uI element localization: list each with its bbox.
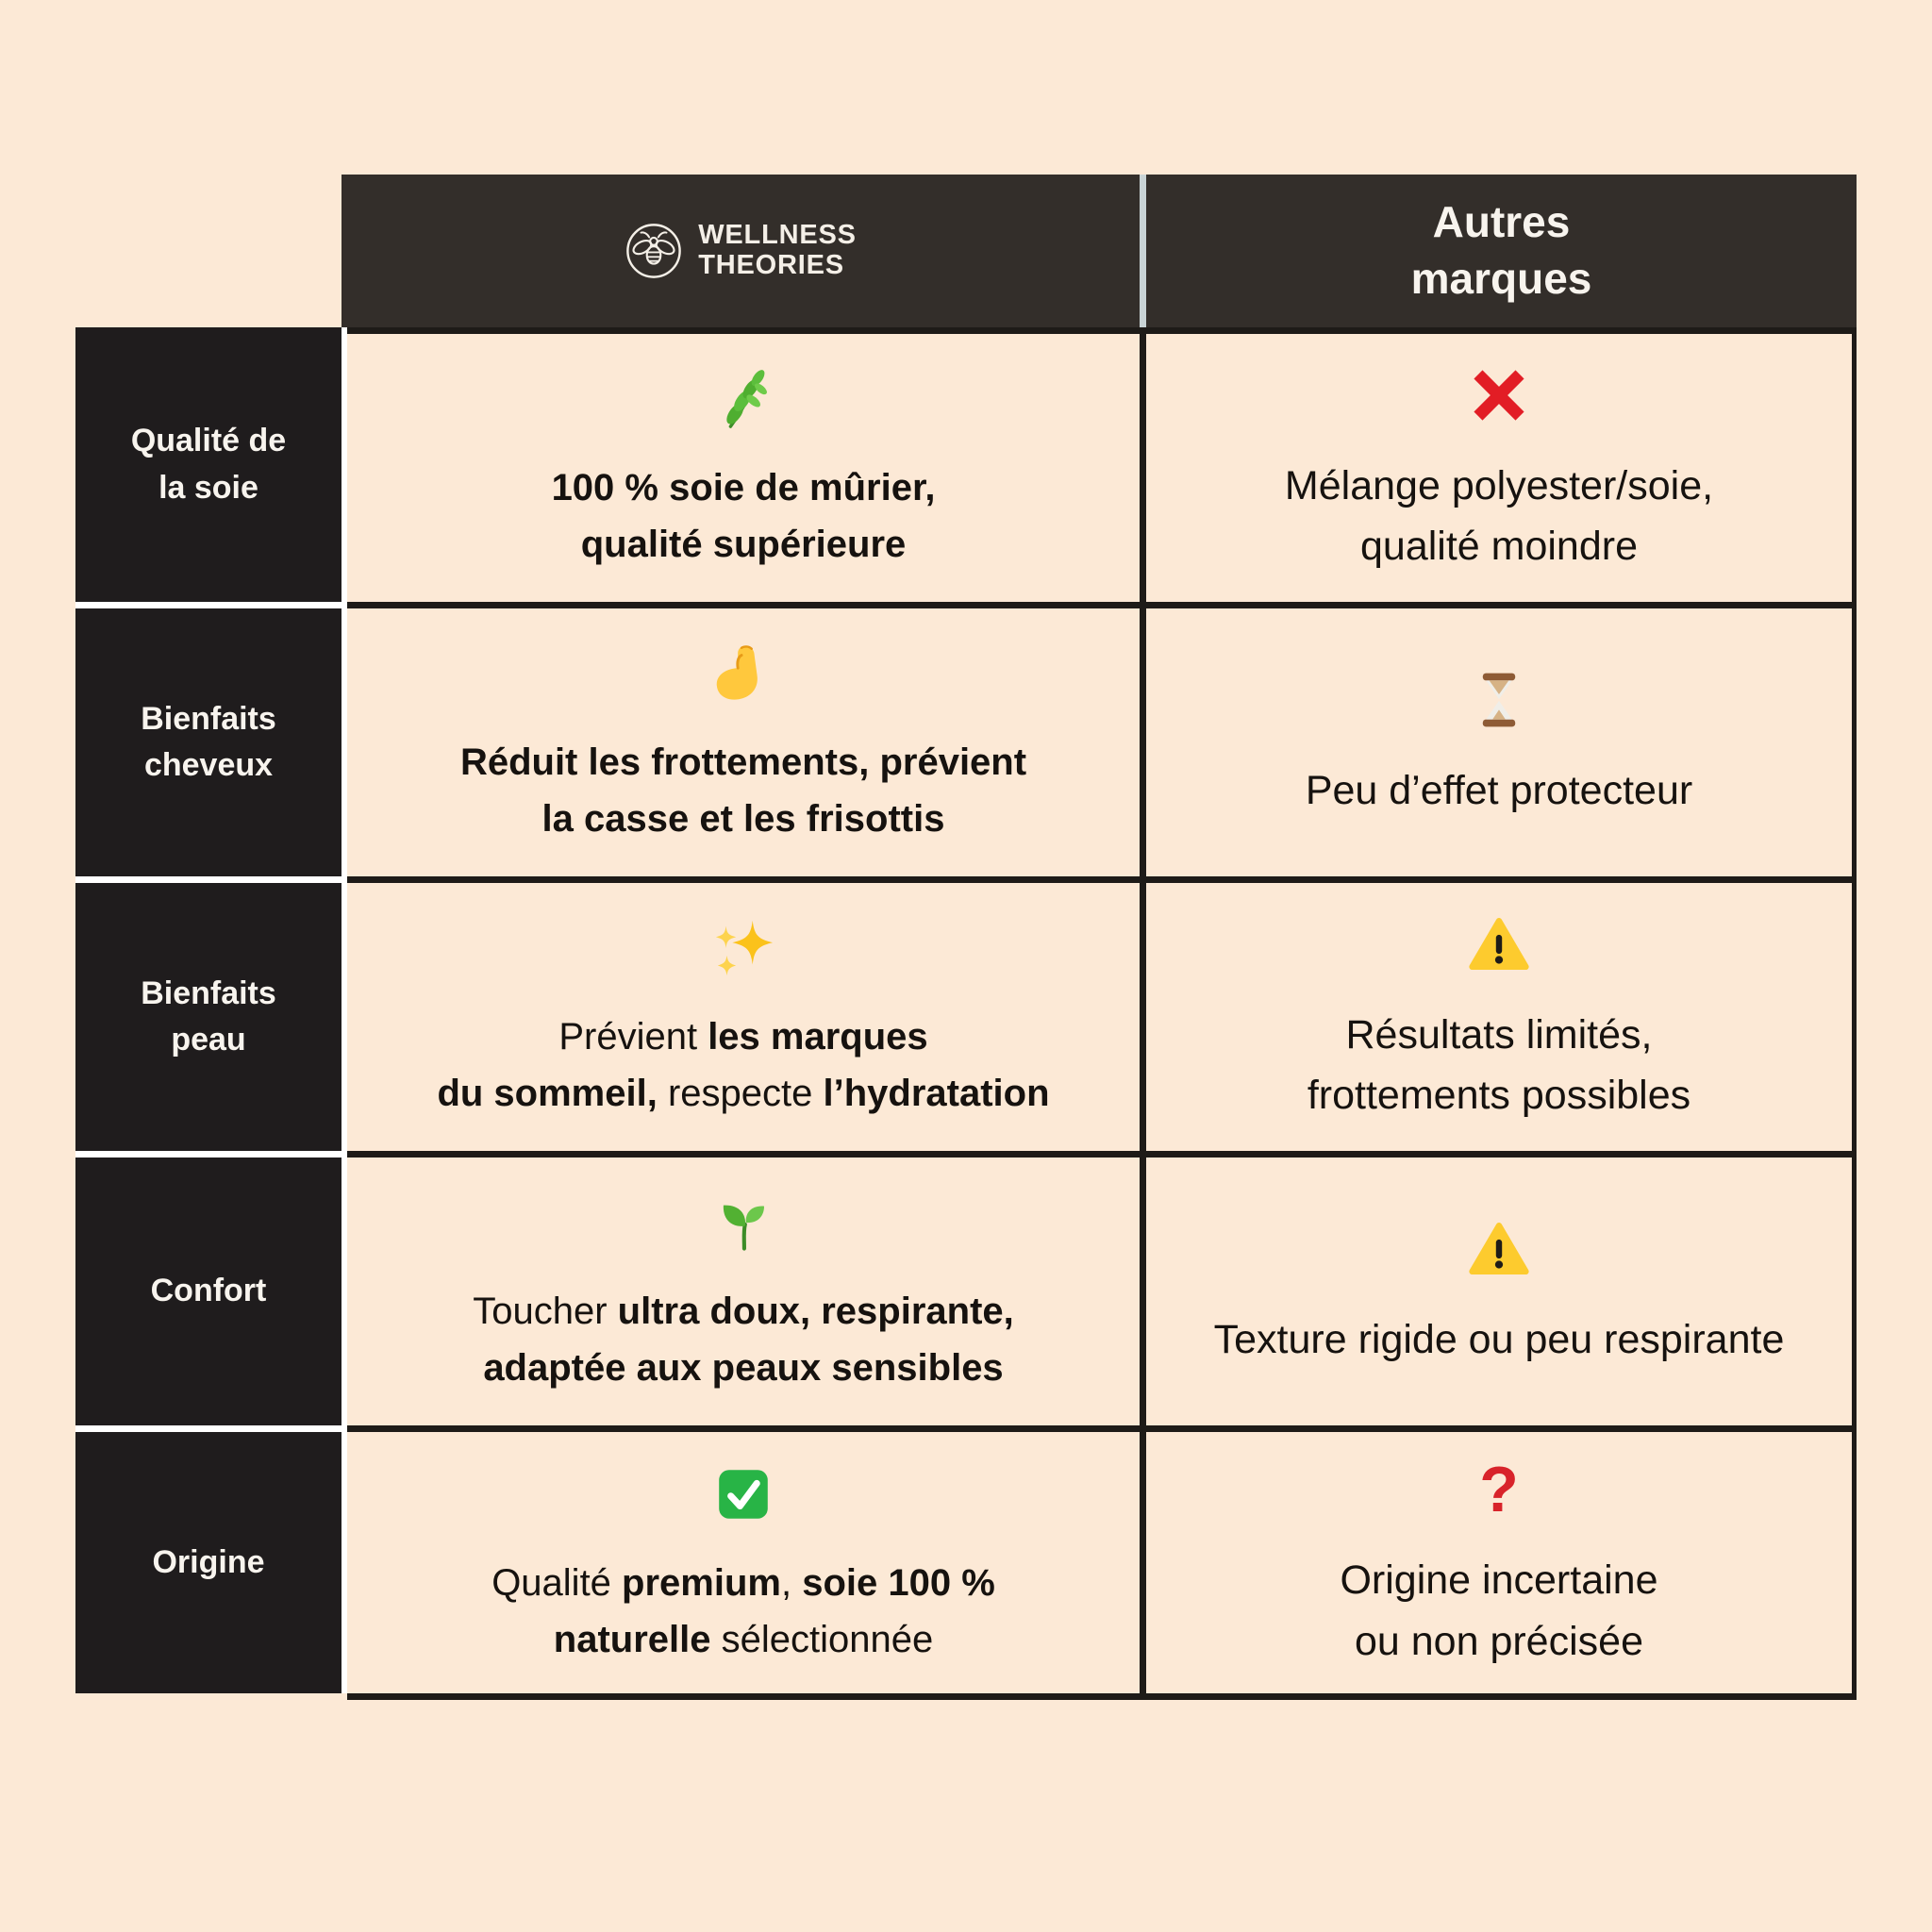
header-divider [1140, 175, 1146, 327]
brand-logo: WELLNESS THEORIES [625, 220, 857, 281]
cell-text-segment: Qualité [491, 1561, 623, 1604]
header-brand-cell: WELLNESS THEORIES [341, 175, 1140, 327]
brand-cell-comfort: Toucher ultra doux, respirante, adaptée … [347, 1158, 1140, 1425]
cell-text-segment: respecte [657, 1073, 824, 1114]
question-glyph: ? [1479, 1454, 1519, 1525]
brand-name-line1: WELLNESS [698, 220, 857, 251]
brand-cell-text: Qualité premium, soie 100 % naturelle sé… [491, 1555, 995, 1668]
other-cell-text: Origine incertaine ou non précisée [1340, 1557, 1658, 1664]
sprout-icon [712, 1187, 774, 1258]
label-row-gap [75, 1425, 341, 1432]
cell-text-segment: Toucher [473, 1291, 618, 1332]
other-cell-text: Résultats limités, frottements possibles [1307, 1011, 1691, 1119]
cell-text-segment: Réduit les frottements, prévient la cass… [459, 741, 1027, 840]
herb-icon [710, 363, 776, 435]
other-cell-text: Mélange polyester/soie, qualité moindre [1284, 462, 1714, 570]
row-border [347, 1425, 1857, 1432]
cell-text-segment: 100 % soie de mûrier, qualité supérieure [551, 467, 936, 565]
label-row-gap [75, 1151, 341, 1158]
other-cell-text: Texture rigide ou peu respirante [1213, 1316, 1785, 1362]
sparkles-icon [710, 912, 776, 984]
cell-text-segment: soie 100 % naturelle [553, 1561, 995, 1660]
brand-cell-silk-quality: 100 % soie de mûrier, qualité supérieure [347, 334, 1140, 602]
cell-text-segment: les marques du sommeil, [437, 1016, 928, 1114]
row-label-origine: Origine [75, 1432, 341, 1693]
other-cell-comfort: Texture rigide ou peu respirante [1146, 1158, 1852, 1425]
warning-icon [1468, 1213, 1530, 1285]
table-right-border [1852, 327, 1857, 1700]
row-border [347, 1151, 1857, 1158]
label-row-gap [75, 602, 341, 608]
brand-cell-text: Réduit les frottements, prévient la cass… [460, 734, 1026, 847]
brand-cell-origin: Qualité premium, soie 100 % naturelle sé… [347, 1432, 1140, 1693]
comparison-table: WELLNESS THEORIES Autres marques Qualité… [75, 175, 1857, 1700]
other-brands-title: Autres marques [1410, 197, 1592, 303]
column-divider [1140, 327, 1146, 1700]
cell-text-segment: l’hydratation [823, 1073, 1050, 1114]
brand-name-line2: THEORIES [698, 250, 844, 280]
other-cell-text: Peu d’effet protecteur [1305, 767, 1693, 813]
hourglass-icon [1470, 664, 1528, 736]
question-icon: ? [1479, 1454, 1519, 1525]
row-label-bienfaits-peau: Bienfaits peau [75, 883, 341, 1151]
muscle-icon [710, 638, 776, 709]
row-label-bienfaits-cheveux: Bienfaits cheveux [75, 608, 341, 876]
row-border [347, 602, 1857, 608]
cross-icon [1468, 359, 1530, 431]
other-cell-skin-benefits: Résultats limités, frottements possibles [1146, 883, 1852, 1151]
row-label-qualite-de-la-soie: Qualité de la soie [75, 327, 341, 602]
brand-name: WELLNESS THEORIES [698, 220, 857, 281]
bee-logo-icon [626, 224, 682, 278]
brand-cell-text: Prévient les marques du sommeil, respect… [437, 1008, 1049, 1122]
label-column-gap [341, 327, 347, 1693]
label-row-gap [75, 876, 341, 883]
other-cell-silk-quality: Mélange polyester/soie, qualité moindre [1146, 334, 1852, 602]
other-cell-hair-benefits: Peu d’effet protecteur [1146, 608, 1852, 876]
brand-cell-text: 100 % soie de mûrier, qualité supérieure [552, 459, 936, 573]
check-icon [713, 1458, 774, 1530]
warning-icon [1468, 908, 1530, 980]
cell-text-segment: ultra doux, respirante, adaptée aux peau… [483, 1291, 1014, 1389]
header-other-brands-cell: Autres marques [1146, 175, 1857, 327]
brand-cell-skin-benefits: Prévient les marques du sommeil, respect… [347, 883, 1140, 1151]
table-bottom-border [347, 1693, 1857, 1700]
cell-text-segment: , [780, 1561, 803, 1604]
cell-text-segment: Prévient [558, 1016, 708, 1058]
row-border [347, 876, 1857, 883]
cell-text-segment: sélectionnée [710, 1618, 934, 1660]
brand-cell-text: Toucher ultra doux, respirante, adaptée … [473, 1283, 1014, 1396]
row-border [347, 327, 1857, 334]
cell-text-segment: premium [622, 1561, 781, 1604]
other-cell-origin: ? Origine incertaine ou non précisée [1146, 1432, 1852, 1693]
brand-cell-hair-benefits: Réduit les frottements, prévient la cass… [347, 608, 1140, 876]
row-label-confort: Confort [75, 1158, 341, 1425]
